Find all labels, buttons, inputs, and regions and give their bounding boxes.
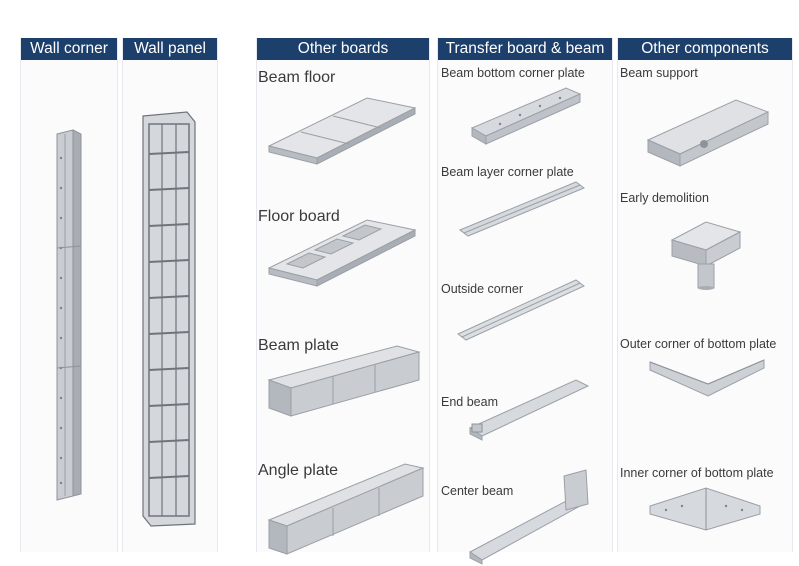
column-other-components: Other components Beam support Early demo…	[617, 38, 793, 552]
label-outer-corner-bottom-plate: Outer corner of bottom plate	[620, 337, 777, 351]
beam-bottom-corner-plate-icon	[470, 87, 582, 145]
early-demolition-icon	[670, 221, 742, 290]
outside-corner-icon	[457, 279, 585, 341]
label-angle-plate: Angle plate	[258, 462, 339, 479]
label-beam-layer-corner-plate: Beam layer corner plate	[441, 165, 574, 179]
label-outside-corner: Outside corner	[441, 282, 523, 296]
end-beam-icon	[468, 379, 590, 441]
beam-support-icon	[646, 99, 770, 167]
label-beam-support: Beam support	[620, 66, 698, 80]
wall-corner-icon	[56, 129, 82, 501]
wall-panel-icon	[142, 111, 196, 527]
label-floor-board: Floor board	[258, 208, 340, 225]
header-other-components: Other components	[618, 38, 792, 60]
column-other-boards: Other boards Beam floor Floor board Beam…	[256, 38, 430, 555]
beam-layer-corner-plate-icon	[458, 181, 586, 237]
outer-corner-bottom-plate-icon	[649, 359, 765, 397]
header-other-boards: Other boards	[257, 38, 429, 60]
angle-plate-icon	[267, 463, 425, 555]
label-center-beam: Center beam	[441, 484, 514, 498]
column-transfer-board-beam: Transfer board & beam Beam bottom corner…	[437, 38, 613, 565]
label-beam-floor: Beam floor	[258, 69, 336, 86]
label-early-demolition: Early demolition	[620, 191, 709, 205]
label-inner-corner-bottom-plate: Inner corner of bottom plate	[620, 466, 774, 480]
header-transfer-board-beam: Transfer board & beam	[438, 38, 612, 60]
label-beam-plate: Beam plate	[258, 337, 339, 354]
column-wall-panel: Wall panel	[122, 38, 218, 552]
center-beam-icon	[469, 469, 589, 565]
label-beam-bottom-corner-plate: Beam bottom corner plate	[441, 66, 585, 80]
header-wall-panel: Wall panel	[123, 38, 217, 60]
beam-plate-icon	[267, 345, 421, 417]
beam-floor-icon	[267, 97, 417, 165]
header-wall-corner: Wall corner	[21, 38, 117, 60]
inner-corner-bottom-plate-icon	[649, 487, 761, 531]
column-wall-corner: Wall corner	[20, 38, 118, 552]
floor-board-icon	[267, 219, 417, 287]
label-end-beam: End beam	[441, 395, 498, 409]
